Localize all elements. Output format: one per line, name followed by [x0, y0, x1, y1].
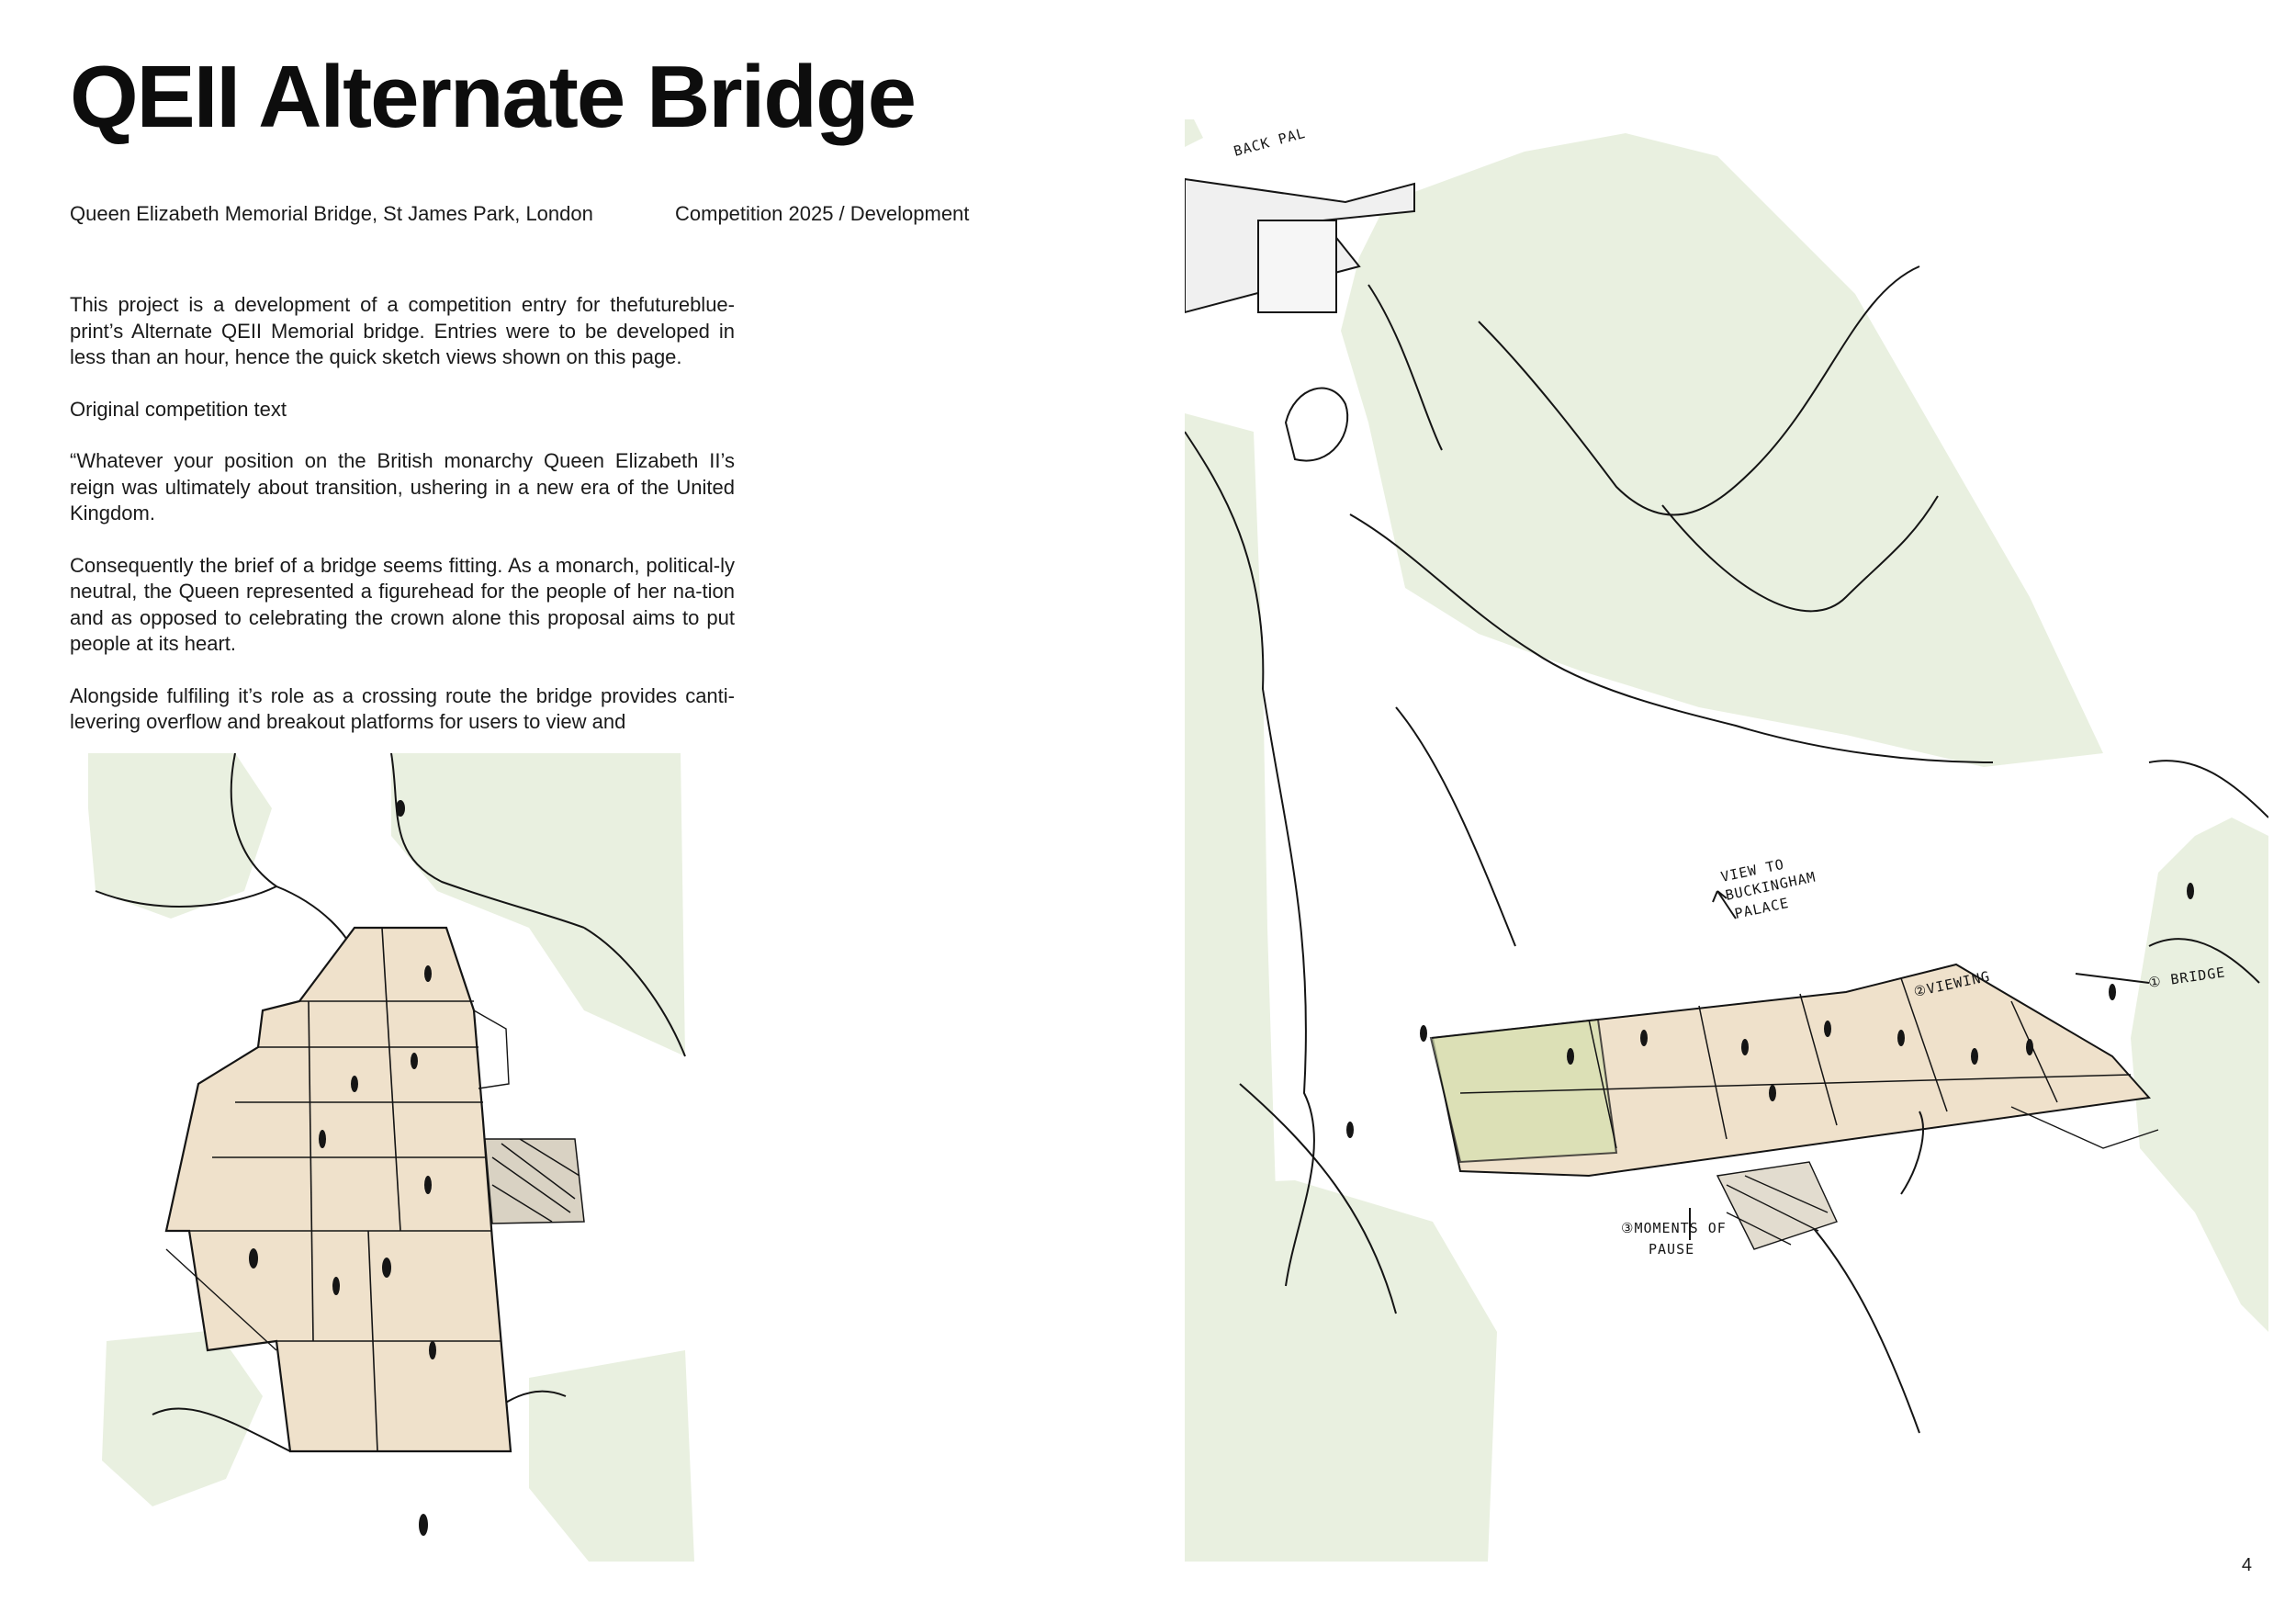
pedestrian-figures	[249, 800, 436, 1536]
landscape-areas	[88, 753, 694, 1562]
bridge-axonometric-sketch	[88, 753, 694, 1562]
moments-of-pause-platform	[1716, 1161, 1838, 1250]
project-status: Competition 2025 / Development	[675, 202, 970, 225]
moments-label-line1: ③MOMENTS OF	[1621, 1220, 1727, 1236]
landscape-areas	[1185, 119, 2268, 1562]
crossing-paragraph: Alongside fulfiling it’s role as a cross…	[70, 683, 735, 734]
intro-paragraph: This project is a development of a compe…	[70, 293, 735, 368]
competition-text-heading: Original competition text	[70, 397, 287, 421]
deck-railings	[165, 1009, 510, 1351]
annotation-arrows	[1689, 890, 2150, 1240]
project-description: This project is a development of a compe…	[70, 292, 735, 761]
quote-paragraph: “Whatever your position on the British m…	[70, 449, 735, 524]
bridge-landscape-sketch: BACK PAL	[1185, 119, 2268, 1562]
buckingham-palace-sketch	[1185, 177, 1415, 314]
back-pal-label: BACK PAL	[1232, 125, 1307, 160]
brief-paragraph: Consequently the brief of a bridge seems…	[70, 553, 735, 656]
pedestrian-figures	[1346, 883, 2194, 1138]
viewing-platform	[484, 1138, 585, 1224]
deck-railings	[1432, 964, 2159, 1177]
bridge-deck	[1429, 963, 2151, 1178]
landscape-contours	[1185, 265, 2268, 1434]
deck-joints	[1459, 977, 2132, 1149]
moments-label-line2: PAUSE	[1649, 1241, 1694, 1257]
deck-joints	[189, 927, 501, 1452]
page-number: 4	[2241, 1555, 2252, 1575]
page-title: QEII Alternate Bridge	[70, 48, 917, 146]
project-location: Queen Elizabeth Memorial Bridge, St Jame…	[70, 202, 593, 225]
